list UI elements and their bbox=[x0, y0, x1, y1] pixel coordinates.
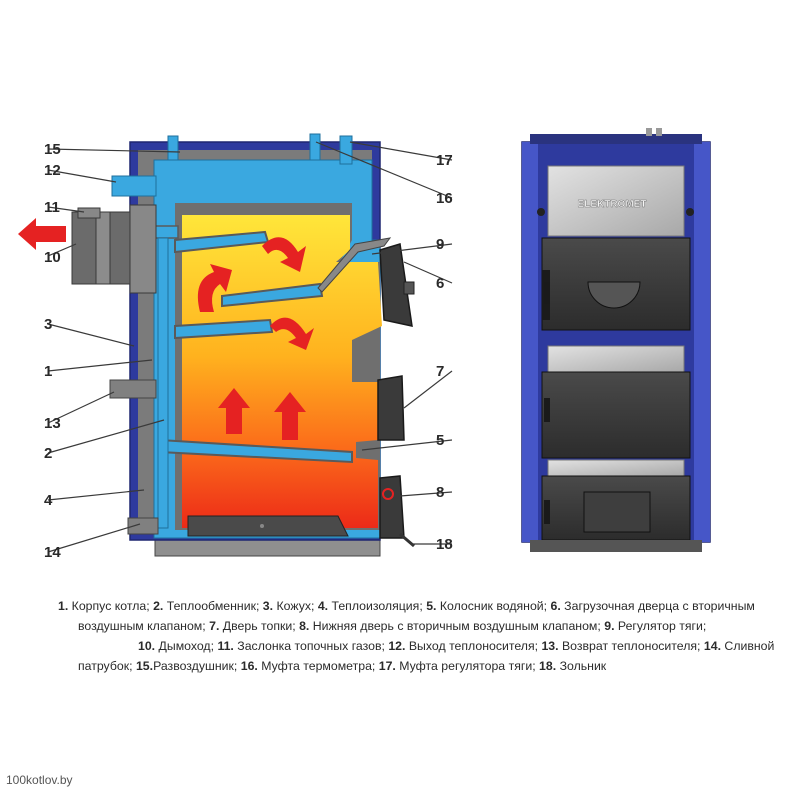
boiler-cross-section bbox=[18, 133, 415, 557]
lower-door bbox=[379, 475, 405, 539]
label-5: 5 bbox=[436, 432, 444, 449]
lower-door-handle bbox=[399, 532, 415, 548]
front-lower-panel bbox=[547, 459, 685, 477]
front-firebox-door bbox=[541, 371, 691, 459]
label-2: 2 bbox=[44, 445, 52, 462]
heat-arrow-curve-3-icon bbox=[270, 317, 314, 350]
front-base bbox=[530, 540, 702, 552]
label-1: 1 bbox=[44, 363, 52, 380]
label-18: 18 bbox=[436, 536, 453, 553]
legend-row-4: патрубок; 15.Развоздушник; 16. Муфта тер… bbox=[78, 659, 607, 673]
ash-pan-screw bbox=[260, 524, 264, 528]
water-return-pipe bbox=[109, 379, 157, 399]
leader-lines bbox=[47, 141, 453, 553]
heat-arrow-curve-2-icon bbox=[197, 264, 232, 312]
heat-arrow-up-1-icon bbox=[218, 388, 250, 434]
boiler-front-view: ELEKTROMET bbox=[521, 128, 711, 552]
front-loading-door-handle bbox=[544, 282, 550, 304]
baffle-2 bbox=[221, 282, 324, 308]
water-outlet-pipe bbox=[111, 175, 157, 197]
ash-pan bbox=[187, 515, 349, 537]
front-bolt-left bbox=[537, 208, 545, 216]
boiler-diagram: 15 12 11 10 3 1 13 2 4 14 17 16 9 6 7 5 … bbox=[18, 128, 711, 561]
front-fitting-b bbox=[656, 128, 662, 136]
parts-legend: 1. Корпус котла; 2. Теплообменник; 3. Ко… bbox=[58, 596, 780, 676]
label-14: 14 bbox=[44, 544, 61, 561]
legend-row-2: воздушным клапаном; 7. Дверь топки; 8. Н… bbox=[78, 619, 707, 633]
heat-arrow-up-2-icon bbox=[274, 392, 306, 440]
lower-door-valve bbox=[382, 488, 394, 500]
draft-regulator-fitting bbox=[339, 135, 353, 165]
label-6: 6 bbox=[436, 275, 444, 292]
label-4: 4 bbox=[44, 492, 53, 509]
label-16: 16 bbox=[436, 190, 453, 207]
thermometer-fitting bbox=[309, 133, 321, 161]
front-middle-panel bbox=[547, 345, 685, 373]
deaerator-fitting bbox=[167, 135, 179, 161]
label-17: 17 bbox=[436, 152, 453, 169]
front-upper-panel bbox=[547, 165, 685, 237]
front-top-cap bbox=[530, 134, 702, 144]
draft-regulator bbox=[317, 237, 392, 293]
front-fitting-a bbox=[646, 128, 652, 136]
label-3: 3 bbox=[44, 316, 52, 333]
legend-row-3: 10. Дымоход; 11. Заслонка топочных газов… bbox=[138, 639, 775, 653]
front-side-left bbox=[522, 142, 538, 542]
label-12: 12 bbox=[44, 162, 61, 179]
label-10: 10 bbox=[44, 249, 61, 266]
label-15: 15 bbox=[44, 141, 61, 158]
chimney-collar bbox=[129, 204, 157, 294]
front-loading-door-vent bbox=[587, 281, 641, 309]
legend-row-1: 1. Корпус котла; 2. Теплообменник; 3. Ко… bbox=[58, 599, 755, 613]
baffle-3 bbox=[174, 318, 274, 340]
insulation-layer-top bbox=[138, 150, 372, 160]
flue-damper bbox=[77, 207, 101, 219]
front-firebox-door-handle bbox=[544, 398, 550, 422]
label-13: 13 bbox=[44, 415, 61, 432]
left-inner-pipe bbox=[157, 237, 169, 529]
loading-door-handle bbox=[403, 281, 415, 295]
firebox-door bbox=[377, 375, 405, 441]
chimney-flange bbox=[95, 211, 111, 285]
label-7: 7 bbox=[436, 363, 444, 380]
front-bolt-right bbox=[686, 208, 694, 216]
flue-gas-arrow-icon bbox=[18, 218, 66, 250]
label-11: 11 bbox=[44, 199, 60, 216]
front-ash-door-handle bbox=[544, 500, 550, 524]
label-9: 9 bbox=[436, 236, 444, 253]
front-ash-door-vent bbox=[583, 491, 651, 533]
heat-arrow-curve-1-icon bbox=[262, 237, 306, 272]
label-8: 8 bbox=[436, 484, 444, 501]
part-labels: 15 12 11 10 3 1 13 2 4 14 17 16 9 6 7 5 … bbox=[44, 141, 453, 561]
site-watermark: 100kotlov.by bbox=[6, 773, 73, 787]
loading-door bbox=[379, 243, 413, 327]
front-side-right bbox=[694, 142, 710, 542]
brand-logo: ELEKTROMET bbox=[578, 199, 647, 210]
drain-pipe bbox=[127, 517, 159, 535]
